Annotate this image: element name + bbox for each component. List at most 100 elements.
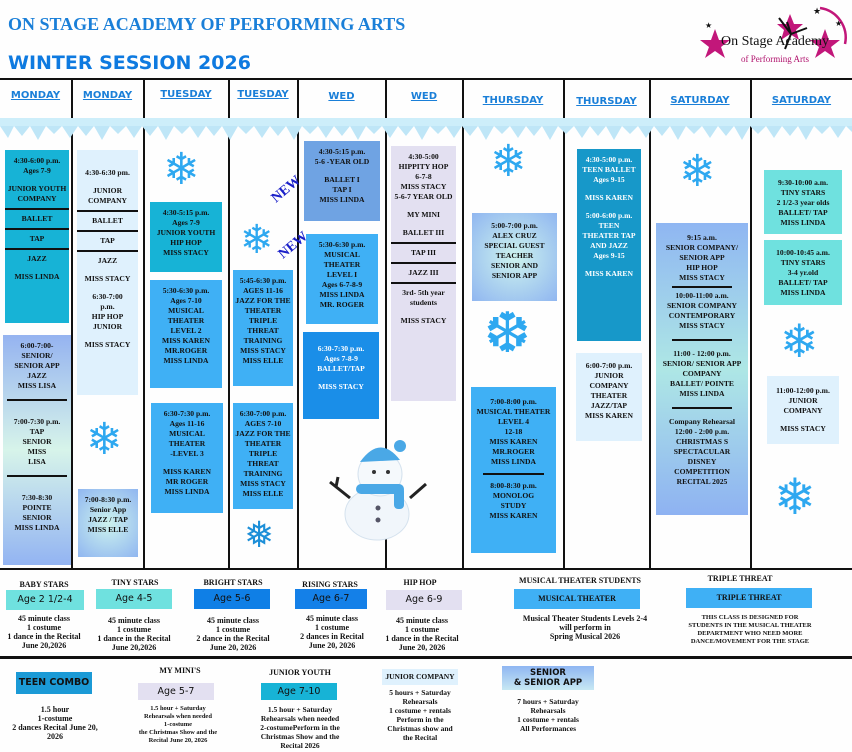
col-divider: [228, 78, 230, 568]
divider: [77, 210, 138, 212]
svg-text:★: ★: [835, 19, 842, 28]
legend-title: MUSICAL THEATER STUDENTS: [519, 576, 641, 585]
text-line: CHRISTMAS S: [675, 437, 729, 446]
col-divider: [143, 78, 145, 568]
text-line: SENIOR: [22, 513, 52, 522]
divider: [483, 473, 544, 475]
text-line: 2-costumePerform in the: [260, 723, 340, 732]
text-line: 2 dance in the Recital: [196, 634, 270, 643]
text-line: MUSICAL: [169, 429, 205, 438]
divider: [391, 262, 456, 264]
text-line: 6:30-7:00: [92, 292, 123, 301]
icicles-decoration: [0, 118, 852, 140]
text-line: SENIOR AND: [490, 261, 539, 270]
text-line: Rehearsals when needed: [260, 714, 340, 723]
text-line: SENIOR APP: [491, 271, 538, 280]
text-line: 1 costume: [405, 625, 439, 634]
text-line: BALLET: [21, 214, 53, 223]
day-header-wed-1: WED: [328, 91, 355, 102]
text-line: MISS STACY: [318, 382, 364, 391]
text-line: JUNIOR: [594, 371, 624, 380]
spacer: [767, 416, 839, 424]
legend-age-badge: Age 7-10: [261, 683, 337, 700]
text-line: JUNIOR YOUTH: [156, 228, 216, 237]
text-line: MISS KAREN: [162, 336, 210, 345]
snowflake-icon: ❄: [780, 314, 819, 368]
text-line: 3-4 yr.old: [787, 268, 819, 277]
text-line: SENIOR/: [21, 351, 53, 360]
text-line: 7:00-8:30 p.m.: [84, 495, 132, 504]
text-line: HIPPITY HOP: [398, 162, 449, 171]
text-line: COMPETITION: [674, 467, 730, 476]
divider: [391, 242, 456, 244]
legend-title: TRIPLE THREAT: [707, 574, 773, 583]
spacer: [5, 264, 69, 272]
text-line: MISS STACY: [679, 273, 725, 282]
spacer: [77, 178, 138, 186]
text-line: MISS KAREN: [489, 511, 538, 520]
text-line: AGES 7-10: [244, 419, 282, 428]
text-line: BALLET/ TAP: [778, 208, 828, 217]
text-line: MISS ELLE: [87, 525, 129, 534]
text-line: JAZZ / TAP: [88, 515, 128, 524]
text-line: MISS KAREN: [585, 193, 633, 202]
text-line: 4:30-6:00 p.m.: [13, 156, 61, 165]
text-line: BALLET/ TAP: [778, 278, 828, 287]
day-header-monday-2: MONDAY: [82, 90, 133, 101]
legend-title: RISING STARS: [302, 580, 358, 589]
text-line: 1.5 hour: [40, 705, 70, 714]
text-line: SPECTACULAR: [673, 447, 731, 456]
grid-top-line: [0, 78, 852, 80]
text-line: 45 minute class: [306, 614, 358, 623]
text-line: MISS LINDA: [491, 457, 536, 466]
text-line: 4:30-5:00: [408, 152, 439, 161]
col-divider: [750, 78, 752, 568]
spacer: [304, 167, 380, 175]
legend-age-badge: Age 6-9: [386, 590, 462, 610]
text-line: 5:00-6:00 p.m.: [585, 211, 633, 220]
text-line: HIP HOP: [170, 238, 202, 247]
text-line: 5:00-7:00 p.m.: [491, 221, 538, 230]
legend-age-badge: Age 5-7: [138, 683, 214, 700]
text-line: MUSICAL THEATER: [476, 407, 551, 416]
spacer: [577, 203, 641, 211]
text-line: TINY STARS: [780, 188, 826, 197]
text-line: Ages 11-16: [169, 419, 205, 428]
col-divider: [297, 78, 299, 568]
legend-title: JUNIOR YOUTH: [269, 668, 331, 677]
text-line: MISS STACY: [400, 316, 447, 325]
text-line: Rehearsals: [402, 697, 438, 706]
text-line: 2 1/2-3 year olds: [776, 198, 830, 207]
text-line: 1 dance in the Recital: [97, 634, 171, 643]
legend-badge: MUSICAL THEATER: [514, 589, 640, 609]
text-line: MISS STACY: [84, 274, 131, 283]
text-line: SPECIAL GUEST: [484, 241, 545, 250]
text-line: TRAINING: [243, 336, 283, 345]
text-line: COMPANY: [682, 369, 722, 378]
text-line: 9:30-10:00 a.m.: [778, 178, 828, 187]
text-line: Ages 7-9: [172, 218, 200, 227]
snowflake-icon: ❄: [679, 146, 716, 197]
text-line: 10:00-11:00 a.m.: [675, 291, 729, 300]
svg-text:★: ★: [705, 21, 712, 30]
spacer: [3, 485, 71, 493]
text-line: MISS ELLE: [242, 489, 284, 498]
text-line: June 20,2026: [21, 641, 67, 650]
text-line: 9:15 a.m.: [687, 233, 717, 242]
day-header-wed-2: WED: [410, 91, 438, 102]
day-header-thursday-2: THURSDAY: [576, 96, 637, 107]
text-line: Ages 9-15: [593, 251, 625, 260]
text-line: MISS KAREN: [585, 269, 633, 278]
text-line: MR.ROGER: [492, 447, 535, 456]
text-line: 5:30-6:30 p.m.: [162, 286, 210, 295]
text-line: 1 costume + rentals: [517, 715, 579, 724]
legend-title: BABY STARS: [19, 580, 69, 589]
